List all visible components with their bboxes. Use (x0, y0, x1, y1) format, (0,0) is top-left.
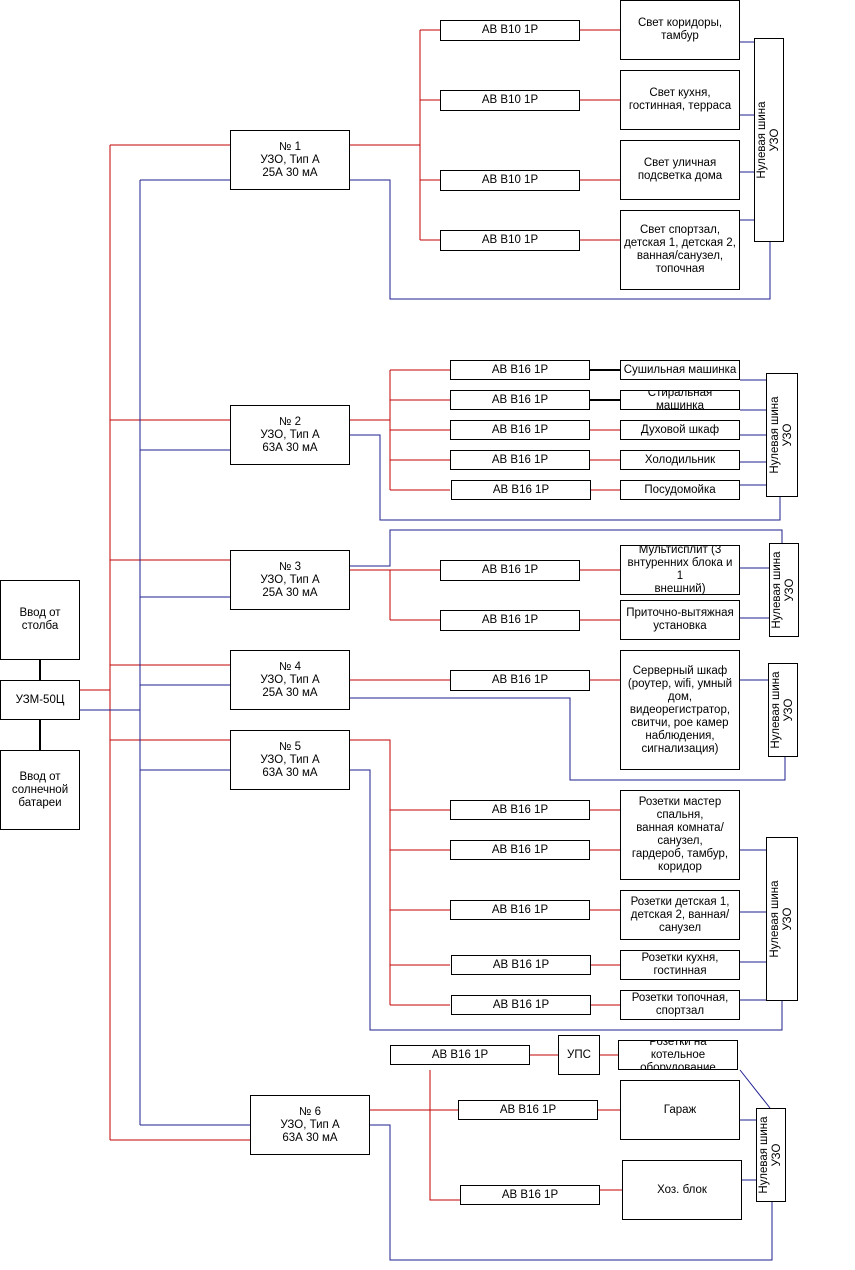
load-g5-kids-sockets: Розетки детская 1, детская 2, ванная/ са… (620, 890, 740, 940)
neutral-bus-g1: Нулевая шина УЗО (754, 38, 784, 242)
pole-input-box: Ввод от столба (0, 580, 80, 660)
neutral-bus-g4-label: Нулевая шина УЗО (770, 671, 795, 749)
breaker-g2-3: АВ В16 1Р (450, 420, 590, 440)
g6-neutral-return-89 (370, 1124, 773, 1261)
load-g3-multisplit: Мультисплит (3 внтуренних блока и 1 внеш… (620, 545, 740, 595)
rcd-1: № 1 УЗО, Тип А 25А 30 мА (230, 130, 350, 190)
solar-input-box: Ввод от солнечной батареи (0, 750, 80, 830)
neutral-bus-g5: Нулевая шина УЗО (766, 837, 798, 1001)
g3-neutral-return-59 (350, 529, 783, 567)
load-g5-boiler-room-sockets: Розетки топочная, спортзал (620, 990, 740, 1020)
breaker-g1-2: АВ В10 1Р (440, 90, 580, 111)
neutral-bus-g6: Нулевая шина УЗО (756, 1108, 786, 1202)
neutral-bus-g3: Нулевая шина УЗО (769, 543, 799, 637)
breaker-g3-2: АВ В16 1Р (440, 610, 580, 631)
neutral-bus-g3-label: Нулевая шина УЗО (771, 551, 796, 629)
breaker-g5-3: АВ В16 1Р (450, 900, 590, 920)
breaker-g5-2: АВ В16 1Р (450, 840, 590, 860)
g5-phase-64 (350, 739, 391, 1005)
rcd-6: № 6 УЗО, Тип А 63А 30 мА (250, 1095, 370, 1155)
load-g4-server-rack: Серверный шкаф (роутер, wifi, умный дом,… (620, 650, 740, 770)
breaker-g3-1: АВ В16 1Р (440, 560, 580, 581)
breaker-g6-1: АВ В16 1Р (390, 1045, 530, 1065)
load-g6-boiler-sockets: Розетки на котельное оборудование (618, 1040, 738, 1070)
load-g6-shed: Хоз. блок (622, 1160, 742, 1220)
load-g1-gym-light: Свет спортзал, детская 1, детская 2, ван… (620, 210, 740, 290)
neutral-bus-g6-label: Нулевая шина УЗО (758, 1116, 783, 1194)
breaker-g2-1: АВ В16 1Р (450, 360, 590, 380)
g6-phase-bus-81 (429, 1070, 460, 1201)
breaker-g1-3: АВ В10 1Р (440, 170, 580, 191)
load-g2-dishwasher: Посудомойка (620, 480, 740, 500)
rcd-2: № 2 УЗО, Тип А 63А 30 мА (230, 405, 350, 465)
breaker-g2-2: АВ В16 1Р (450, 390, 590, 410)
load-g3-ventilation: Приточно-вытяжная установка (620, 600, 740, 640)
rcd-3: № 3 УЗО, Тип А 25А 30 мА (230, 550, 350, 610)
breaker-g5-1: АВ В16 1Р (450, 800, 590, 820)
breaker-g4-1: АВ В16 1Р (450, 670, 590, 691)
neutral-bus-g2: Нулевая шина УЗО (766, 373, 798, 497)
breaker-g6-2: АВ В16 1Р (458, 1100, 598, 1120)
load-g1-corridor-light: Свет коридоры, тамбур (620, 0, 740, 60)
rcd-5: № 5 УЗО, Тип А 63А 30 мА (230, 730, 350, 790)
g6-load-neutral-86 (739, 1069, 771, 1109)
g5-neutral-return-79 (350, 769, 783, 1031)
load-g6-garage: Гараж (620, 1080, 740, 1140)
neutral-bus-g2-label: Нулевая шина УЗО (769, 396, 794, 474)
g2-neutral-return-50 (350, 434, 781, 521)
load-g2-dryer: Сушильная машинка (620, 360, 740, 380)
voltage-relay-box: УЗМ-50Ц (0, 680, 80, 720)
breaker-g2-4: АВ В16 1Р (450, 450, 590, 470)
breaker-g6-3: АВ В16 1Р (460, 1185, 600, 1205)
load-g5-master-sockets: Розетки мастер спальня, ванная комната/ … (620, 790, 740, 880)
rcd-4: № 4 УЗО, Тип А 25А 30 мА (230, 650, 350, 710)
neutral-bus-g1-label: Нулевая шина УЗО (756, 101, 781, 179)
load-g1-street-light: Свет уличная подсветка дома (620, 140, 740, 200)
load-g2-fridge: Холодильник (620, 450, 740, 470)
g4-neutral-return-63 (350, 697, 786, 781)
load-g5-kitchen-sockets: Розетки кухня, гостинная (620, 950, 740, 980)
neutral-bus-g4: Нулевая шина УЗО (768, 663, 798, 757)
load-g1-kitchen-light: Свет кухня, гостинная, терраса (620, 70, 740, 130)
g1-neutral-return-32 (350, 179, 771, 300)
breaker-g5-4: АВ В16 1Р (451, 955, 591, 975)
load-g2-oven: Духовой шкаф (620, 420, 740, 440)
ups-box: УПС (558, 1035, 600, 1075)
neutral-bus-g5-label: Нулевая шина УЗО (769, 880, 794, 958)
load-g2-washer: Стиральная машинка (620, 390, 740, 410)
breaker-g1-4: АВ В10 1Р (440, 230, 580, 251)
breaker-g1-1: АВ В10 1Р (440, 20, 580, 41)
breaker-g5-5: АВ В16 1Р (451, 995, 591, 1015)
breaker-g2-5: АВ В16 1Р (451, 480, 591, 500)
